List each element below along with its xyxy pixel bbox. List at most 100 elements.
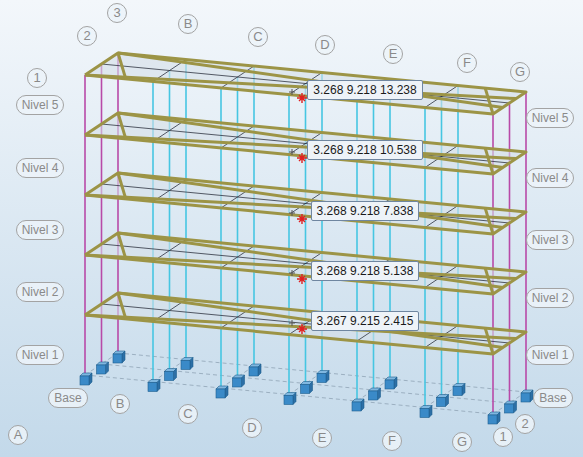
point-marker xyxy=(289,270,307,284)
grid-name: F xyxy=(463,56,471,70)
grid-bubble: 3 xyxy=(107,3,127,23)
slab-edge xyxy=(485,328,493,354)
column xyxy=(441,97,443,397)
point-marker xyxy=(289,210,307,224)
column xyxy=(373,90,375,390)
column xyxy=(509,103,511,403)
level-name: Nivel 1 xyxy=(22,348,59,362)
level-label: Nivel 5 xyxy=(526,108,575,128)
level-name: Nivel 5 xyxy=(532,111,569,125)
coordinate-text: 3.267 9.215 2.415 xyxy=(317,314,414,328)
level-name: Nivel 4 xyxy=(22,161,59,175)
point-marker xyxy=(289,320,307,334)
slab-edge xyxy=(85,315,516,339)
level-name: Base xyxy=(54,391,81,405)
grid-bubble: 2 xyxy=(77,26,97,46)
grid-bubble: G xyxy=(452,432,472,452)
support-cube xyxy=(113,351,125,363)
grid-name: 2 xyxy=(83,29,90,43)
coordinate-box: 3.268 9.218 10.538 xyxy=(307,140,422,160)
grid-name: D xyxy=(247,421,256,435)
point-marker xyxy=(289,89,307,103)
support-cube xyxy=(80,373,92,385)
level-label: Nivel 3 xyxy=(526,230,575,250)
level-name: Nivel 4 xyxy=(532,171,569,185)
grid-bubble: 2 xyxy=(515,414,535,434)
coordinate-text: 3.268 9.218 10.538 xyxy=(313,143,416,157)
floor-slab xyxy=(85,113,526,174)
support-cube xyxy=(97,362,109,374)
grid-name: F xyxy=(388,434,396,448)
floor-slab xyxy=(85,173,526,234)
grid-bubble: A xyxy=(8,425,28,445)
floor-slab xyxy=(85,293,526,354)
slab-fill xyxy=(85,173,526,234)
point-marker xyxy=(289,149,307,163)
support-cube xyxy=(420,406,432,418)
grid-bubble: D xyxy=(242,418,262,438)
support-cube xyxy=(249,364,261,376)
grid-name: A xyxy=(14,428,23,442)
level-label: Nivel 2 xyxy=(16,282,65,302)
level-label: Nivel 2 xyxy=(526,288,575,308)
slab-edge xyxy=(85,255,516,279)
level-name: Nivel 3 xyxy=(532,233,569,247)
level-label: Nivel 1 xyxy=(526,345,575,365)
grid-bubble: B xyxy=(110,394,130,414)
column xyxy=(305,84,307,384)
slab-edge xyxy=(118,233,126,259)
grid-bubble: G xyxy=(510,62,530,82)
column xyxy=(101,64,103,364)
supports xyxy=(80,351,533,424)
support-cube xyxy=(181,358,193,370)
level-label: Nivel 5 xyxy=(16,95,65,115)
grid-bubble: F xyxy=(382,431,402,451)
coordinate-box: 3.268 9.218 13.238 xyxy=(307,80,422,100)
level-label: Base xyxy=(533,388,572,408)
support-cube xyxy=(317,371,329,383)
grid-bubble: D xyxy=(315,35,335,55)
grid-name: G xyxy=(515,65,525,79)
level-name: Base xyxy=(539,391,566,405)
slab-edge xyxy=(85,293,526,354)
grid-name: G xyxy=(457,435,467,449)
grid-name: B xyxy=(184,17,193,31)
slab-fill xyxy=(85,53,526,114)
grid-bubble: 1 xyxy=(27,68,47,88)
grid-name: E xyxy=(389,47,398,61)
grid-bubble: C xyxy=(248,27,268,47)
support-cube xyxy=(437,395,449,407)
support-cube xyxy=(505,401,517,413)
grid-name: 3 xyxy=(113,6,120,20)
grid-bubble: E xyxy=(312,428,332,448)
support-cube xyxy=(216,386,228,398)
grid-name: E xyxy=(318,431,327,445)
support-cube xyxy=(369,388,381,400)
slab-edge xyxy=(485,148,493,174)
slab-edge xyxy=(85,233,526,294)
support-cube xyxy=(284,393,296,405)
floor-slab xyxy=(85,233,526,294)
slab-edge xyxy=(118,173,126,199)
level-name: Nivel 2 xyxy=(22,285,59,299)
slab-edge xyxy=(85,53,526,114)
slab-edge xyxy=(118,53,126,79)
slab-fill xyxy=(85,113,526,174)
coordinate-text: 3.268 9.218 7.838 xyxy=(317,204,414,218)
support-cube xyxy=(301,382,313,394)
support-cube xyxy=(352,399,364,411)
slab-edge xyxy=(485,88,493,114)
slab-edge xyxy=(485,268,493,294)
support-cube xyxy=(488,412,500,424)
slab-edge xyxy=(85,195,516,219)
grid-name: C xyxy=(183,407,192,421)
column xyxy=(237,77,239,377)
slab-edge xyxy=(85,113,526,174)
support-cube xyxy=(385,377,397,389)
level-name: Nivel 1 xyxy=(532,348,569,362)
grid-bubble: F xyxy=(457,53,477,73)
level-label: Nivel 4 xyxy=(526,168,575,188)
